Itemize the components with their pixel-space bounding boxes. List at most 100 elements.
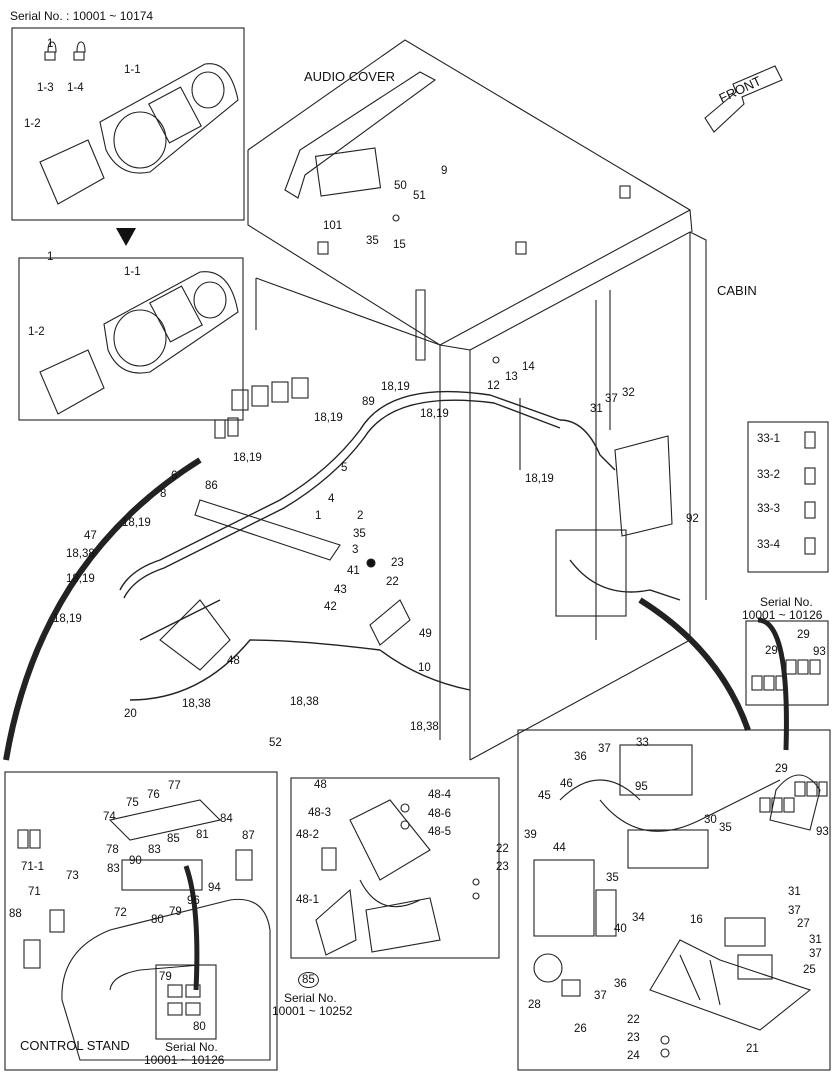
callout: 23 (391, 557, 404, 569)
callout: 35 (353, 528, 366, 540)
callout: 2 (357, 510, 364, 522)
serial-c-range: 10001 ~ 10126 (742, 608, 823, 622)
callout: 30 (704, 814, 717, 826)
callout: 41 (347, 565, 360, 577)
callout: 31 (590, 403, 603, 415)
callout: 5 (341, 462, 348, 474)
inset-frame-switch (155, 964, 217, 1040)
callout: 33-1 (757, 433, 781, 445)
serial-a-label: Serial No. (165, 1040, 218, 1054)
callout: 18,38 (290, 696, 319, 708)
callout: 8 (160, 488, 167, 500)
callout: 18,38 (66, 548, 95, 560)
callout: 71 (28, 886, 41, 898)
serial-number-header: Serial No. : 10001 ~ 10174 (10, 9, 154, 23)
callout: 28 (528, 999, 541, 1011)
callout: 84 (220, 813, 233, 825)
callout: 22 (386, 576, 399, 588)
callout: 86 (205, 480, 218, 492)
callout: 33-3 (757, 503, 781, 515)
callout: 33-2 (757, 469, 781, 481)
callout: 27 (797, 918, 810, 930)
bracket-49-icon (369, 599, 411, 646)
callout: 10 (418, 662, 431, 674)
serial-b-label: Serial No. (284, 991, 337, 1005)
callout: 48-4 (428, 789, 452, 801)
callout: 20 (124, 708, 137, 720)
callout: 31 (809, 934, 822, 946)
callout: 1 (47, 38, 54, 50)
callout: 23 (496, 861, 509, 873)
bolt-15-icon (392, 214, 400, 222)
callout: 49 (419, 628, 432, 640)
control-stand-label: CONTROL STAND (20, 1038, 130, 1053)
callout: 48 (227, 655, 240, 667)
callout: 74 (103, 811, 116, 823)
serial-c-label: Serial No. (760, 595, 813, 609)
callout: 18,19 (381, 381, 410, 393)
callout: 18,19 (525, 473, 554, 485)
callout: 79 (169, 906, 182, 918)
callout: 47 (84, 530, 97, 542)
audio-cover-icon (284, 71, 437, 199)
callout: 12 (487, 380, 500, 392)
cabin-frame (247, 39, 707, 761)
callout: 78 (106, 844, 119, 856)
callout: 36 (614, 978, 627, 990)
relay-row-icon (214, 377, 309, 439)
callout: 40 (614, 923, 627, 935)
callout: 71-1 (21, 861, 45, 873)
callout: 42 (324, 601, 337, 613)
callout: 32 (622, 387, 635, 399)
callout: 21 (746, 1043, 759, 1055)
callout: 75 (126, 797, 139, 809)
callout: 77 (168, 780, 181, 792)
callout: 39 (524, 829, 537, 841)
fuse-block-icon (555, 529, 627, 617)
callout: 76 (147, 789, 160, 801)
inset-frame-control-stand (4, 771, 278, 1071)
audio-cover-label: AUDIO COVER (304, 69, 396, 84)
callout: 1-2 (24, 118, 41, 130)
serial-b-range: 10001 ~ 10252 (272, 1004, 353, 1018)
callout: 25 (803, 964, 816, 976)
callout: 1-4 (67, 82, 84, 94)
callout: 1-3 (37, 82, 54, 94)
callout: 72 (114, 907, 127, 919)
bolt-14-icon (492, 356, 500, 364)
callout: 1-1 (124, 64, 141, 76)
callout: 22 (627, 1014, 640, 1026)
callout: 85 (167, 833, 180, 845)
callout: 24 (627, 1050, 640, 1062)
callout: 18,19 (66, 573, 95, 585)
callout: 48 (314, 779, 327, 791)
callout-circled: 85 (298, 972, 319, 988)
callout: 33-4 (757, 539, 781, 551)
callout: 37 (605, 393, 618, 405)
callout: 35 (719, 822, 732, 834)
callout: 52 (269, 737, 282, 749)
callout: 18,19 (233, 452, 262, 464)
callout: 37 (788, 905, 801, 917)
callout: 34 (632, 912, 645, 924)
callout: 18,38 (410, 721, 439, 733)
callout: 37 (809, 948, 822, 960)
callout: 26 (574, 1023, 587, 1035)
callout: 35 (366, 235, 379, 247)
callout: 81 (196, 829, 209, 841)
callout: 87 (242, 830, 255, 842)
callout: 83 (148, 844, 161, 856)
instrument-cluster-a-icon (39, 41, 239, 205)
callout: 79 (159, 971, 172, 983)
callout: 48-2 (296, 829, 320, 841)
relay-inset-icons (751, 659, 821, 691)
front-arrow-icon (704, 65, 783, 133)
cabin-label: CABIN (717, 283, 757, 298)
callout: 48-1 (296, 894, 320, 906)
callout: 48-3 (308, 807, 332, 819)
callout: 14 (522, 361, 535, 373)
wire-harness (119, 390, 681, 701)
callout: 36 (574, 751, 587, 763)
leader-arrow-switch (183, 865, 200, 991)
